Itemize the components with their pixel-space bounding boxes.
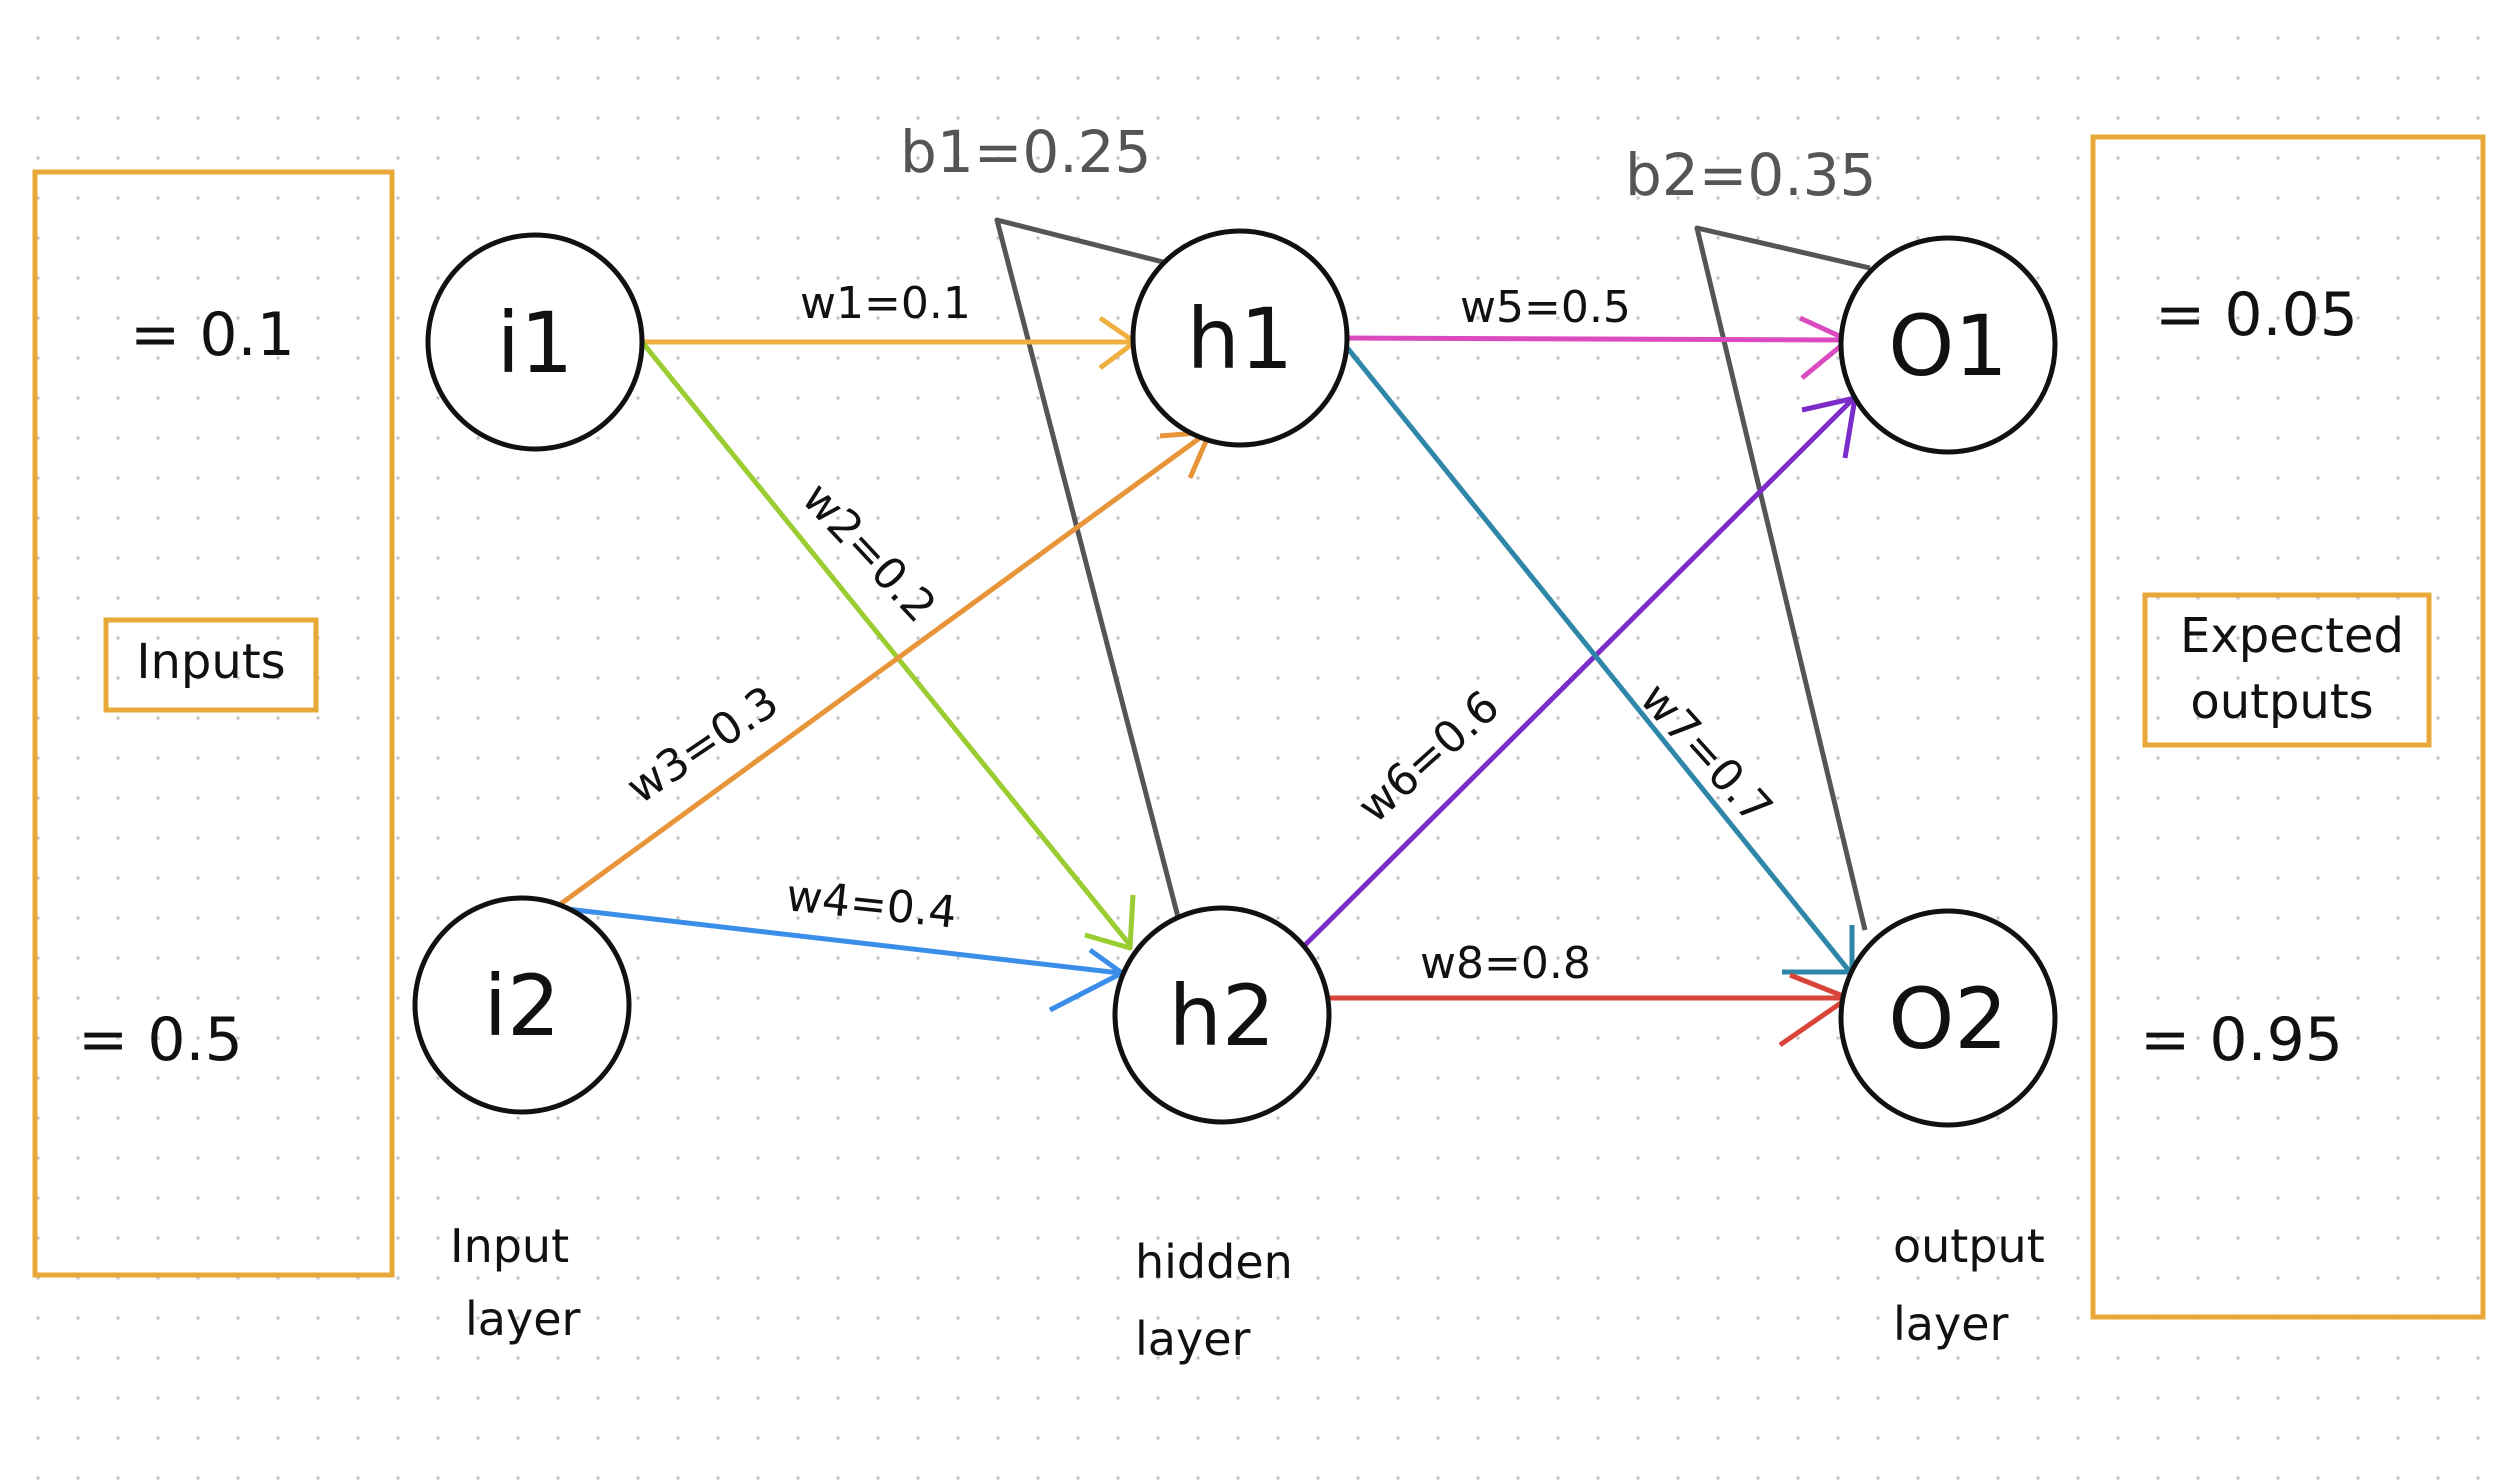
output-layer-label-line1: output xyxy=(1893,1219,2045,1273)
node-o2: O2 xyxy=(1838,908,2058,1128)
weight-w8-label: w8=0.8 xyxy=(1420,938,1591,989)
input-layer-label-line1: Input xyxy=(450,1219,569,1273)
weight-w5-label: w5=0.5 xyxy=(1460,282,1631,333)
expected-outputs-tag-box xyxy=(2142,592,2432,748)
edge-w4 xyxy=(557,905,1121,976)
input-i2-value: = 0.5 xyxy=(78,1005,243,1075)
node-h1-label: h1 xyxy=(1187,290,1294,388)
bias-b2-label: b2=0.35 xyxy=(1625,141,1876,209)
expected-outputs-tag-line2: outputs xyxy=(2190,674,2373,730)
output-layer-label-line2: layer xyxy=(1893,1297,2008,1351)
hidden-layer-label-line2: layer xyxy=(1135,1312,1250,1366)
input-i1-value: = 0.1 xyxy=(130,300,295,370)
edge-w3 xyxy=(553,429,1210,911)
node-o1: O1 xyxy=(1838,235,2058,455)
bias-b1-connector xyxy=(994,217,1181,918)
node-h1: h1 xyxy=(1130,228,1350,448)
weight-w3-label: w3=0.3 xyxy=(618,676,788,814)
edge-w4-arrowhead xyxy=(1048,947,1125,1013)
bias-b2-connector xyxy=(1694,225,1871,931)
node-o1-label: O1 xyxy=(1888,297,2008,395)
weight-w6-label: w6=0.6 xyxy=(1348,681,1509,833)
weight-w7-label: w7=0.7 xyxy=(1630,673,1782,834)
node-h2-label: h2 xyxy=(1169,967,1276,1065)
edge-w7 xyxy=(1343,343,1852,974)
edge-w5 xyxy=(1344,335,1846,343)
inputs-tag-box xyxy=(103,617,319,713)
edge-w6 xyxy=(1303,398,1854,947)
edge-w2 xyxy=(640,340,1132,947)
output-o1-value: = 0.05 xyxy=(2155,280,2358,350)
node-i2: i2 xyxy=(412,895,632,1115)
weight-w4-label: w4=0.4 xyxy=(784,870,959,939)
edge-w2-arrowhead xyxy=(1084,894,1136,951)
expected-outputs-tag-line1: Expected xyxy=(2180,608,2404,664)
node-i2-label: i2 xyxy=(484,957,561,1055)
input-layer-label-line2: layer xyxy=(465,1292,580,1346)
inputs-panel xyxy=(32,169,395,1278)
node-o2-label: O2 xyxy=(1888,970,2008,1068)
node-i1: i1 xyxy=(425,232,645,452)
bias-b1-label: b1=0.25 xyxy=(900,118,1151,186)
inputs-tag-label: Inputs xyxy=(136,634,285,690)
output-o2-value: = 0.95 xyxy=(2140,1005,2343,1075)
hidden-layer-label-line1: hidden xyxy=(1135,1235,1293,1289)
node-i1-label: i1 xyxy=(497,294,574,392)
expected-outputs-panel xyxy=(2090,134,2486,1320)
edge-w8-arrowhead xyxy=(1778,972,1851,1048)
weight-w1-label: w1=0.1 xyxy=(800,278,971,329)
node-h2: h2 xyxy=(1112,905,1332,1125)
